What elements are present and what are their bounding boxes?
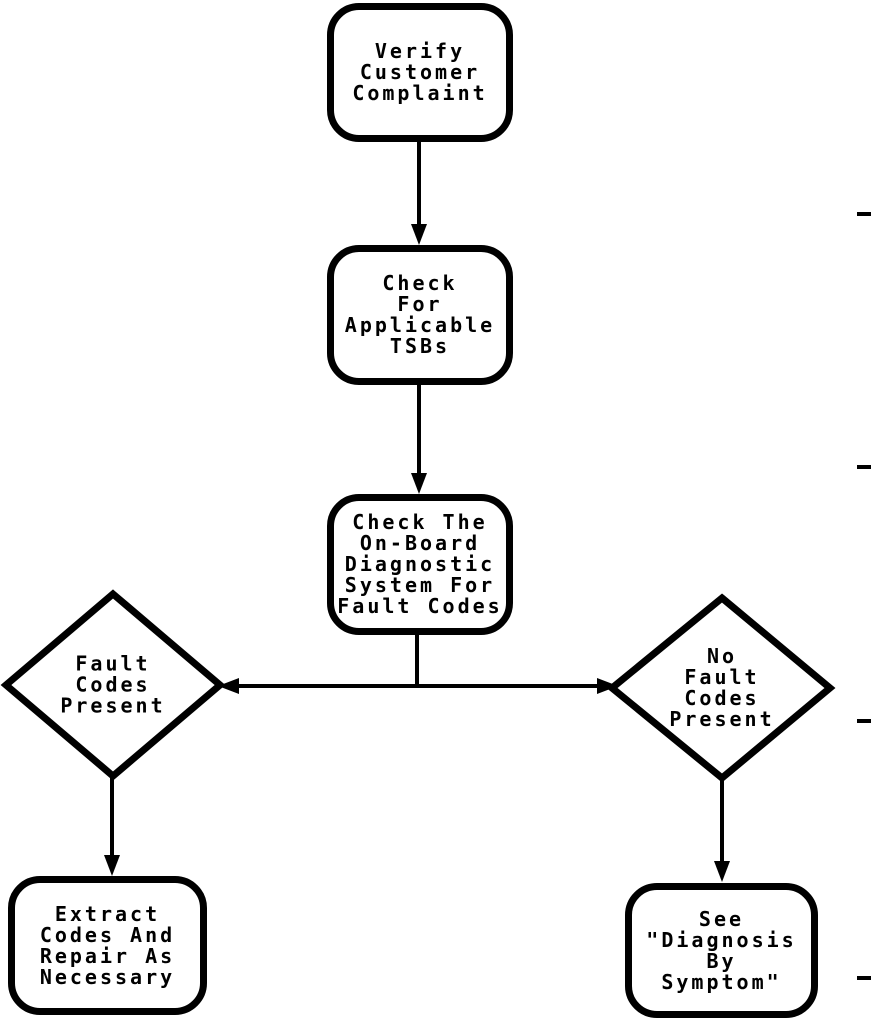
arrowhead-down-into-extract (104, 855, 120, 876)
page-tick-mark-3 (857, 719, 871, 723)
diamond-fault-codes-present (0, 589, 226, 781)
node-label-no-fault-codes-present: No Fault Codes Present (669, 644, 775, 731)
node-label-see-diagnosis-by-symptom: See "Diagnosis By Symptom" (646, 906, 797, 994)
node-label-check-for-applicable-tsbs: Check For Applicable TSBs (344, 271, 496, 358)
page-tick-mark-1 (857, 212, 871, 216)
node-check-for-applicable-tsbs: Check For Applicable TSBs (327, 245, 513, 385)
node-extract-codes-and-repair: Extract Codes And Repair As Necessary (8, 876, 207, 1015)
node-check-obd-for-fault-codes: Check The On-Board Diagnostic System For… (327, 494, 513, 635)
node-verify-customer-complaint: Verify Customer Complaint (327, 3, 513, 142)
arrowhead-down-into-see (714, 861, 730, 882)
arrowhead-left-into-fault-diamond (218, 678, 239, 694)
arrowhead-down-into-tsb (411, 224, 427, 245)
arrowhead-right-into-nofault-diamond (597, 678, 618, 694)
diamond-no-fault-codes-present (606, 593, 836, 783)
node-label-fault-codes-present: Fault Codes Present (60, 651, 166, 718)
page-tick-mark-4 (857, 976, 871, 980)
node-label-verify-customer-complaint: Verify Customer Complaint (352, 39, 488, 105)
node-see-diagnosis-by-symptom: See "Diagnosis By Symptom" (625, 883, 818, 1018)
node-label-check-obd-for-fault-codes: Check The On-Board Diagnostic System For… (337, 510, 503, 618)
node-label-extract-codes-and-repair: Extract Codes And Repair As Necessary (39, 901, 176, 989)
arrowhead-down-into-obd (411, 473, 427, 494)
page-tick-mark-2 (857, 465, 871, 469)
